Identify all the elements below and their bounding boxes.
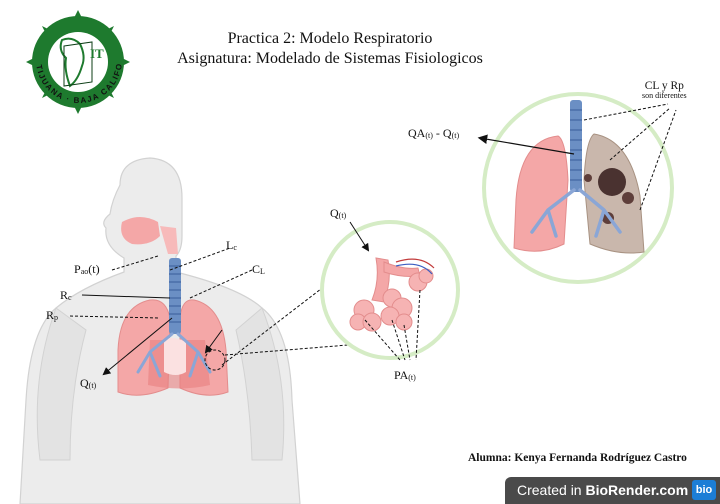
- label-q-alveoli: Q(t): [330, 206, 347, 220]
- label-pa: PA(t): [394, 368, 416, 382]
- diseased-lung-circle: [477, 92, 677, 284]
- svg-text:IT: IT: [90, 46, 104, 61]
- label-rc: Rc: [60, 288, 72, 302]
- page-title: Practica 2: Modelo Respiratorio: [227, 30, 433, 47]
- label-qa-q: QA(t) - Q(t): [408, 126, 460, 140]
- biorender-watermark[interactable]: Created in BioRender.com bio: [505, 477, 720, 504]
- label-q-body: Q(t): [80, 376, 97, 390]
- biorender-logo-icon: bio: [692, 480, 716, 500]
- university-logo: IT TIJUANA · BAJA CALIFORNIA: [0, 0, 130, 114]
- label-pao: Pao(t): [74, 262, 100, 276]
- alveoli-zoom-circle: [320, 220, 460, 361]
- label-lc: Lc: [226, 238, 237, 252]
- author-credit: Alumna: Kenya Fernanda Rodríguez Castro: [468, 452, 687, 464]
- watermark-text: Created in BioRender.com: [517, 482, 689, 498]
- label-cl-rp: CL y Rp son diferentes: [642, 80, 687, 100]
- page-subtitle: Asignatura: Modelado de Sistemas Fisiolo…: [177, 50, 483, 67]
- body-trachea: [136, 258, 212, 378]
- body-connector-lines: [69, 247, 361, 376]
- label-cl: CL: [252, 262, 265, 276]
- label-rp: Rp: [46, 308, 59, 322]
